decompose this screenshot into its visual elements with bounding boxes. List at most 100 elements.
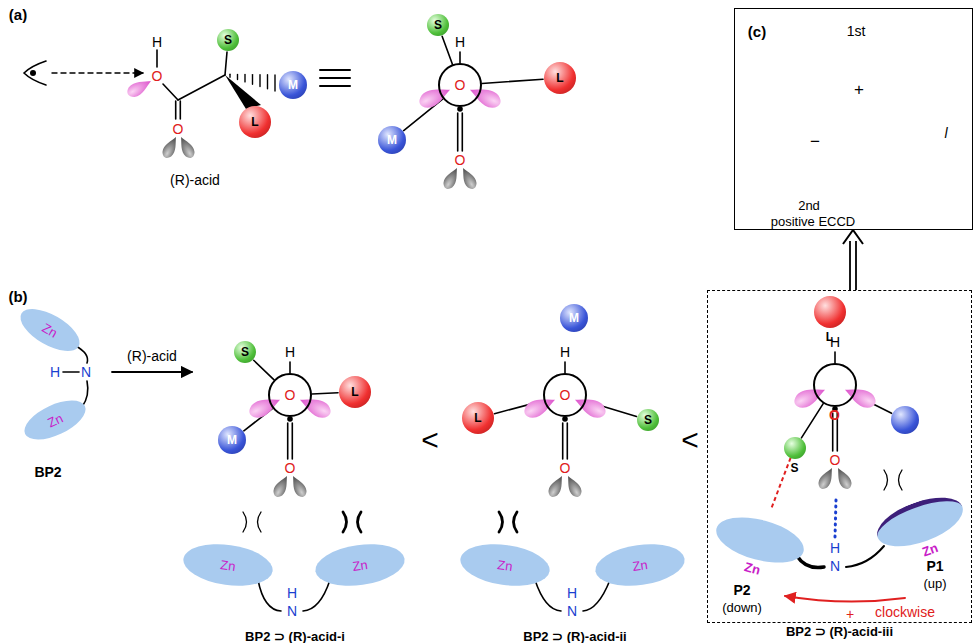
- chem-label: BP2: [34, 465, 61, 479]
- node-text: L: [351, 386, 358, 398]
- bond-line: [175, 101, 177, 119]
- bond-line: [289, 362, 291, 373]
- chem-label: H: [287, 586, 297, 600]
- large-group: L: [814, 296, 846, 328]
- node-text: (c): [748, 24, 766, 39]
- medium-group: M: [218, 426, 246, 454]
- hydroxyl-lone-pair: [521, 392, 558, 421]
- bond-line: [63, 371, 79, 373]
- node-text: L: [826, 331, 833, 343]
- carbonyl-lone-pair: [458, 165, 479, 191]
- chem-label: H: [560, 345, 570, 359]
- bond-line: [320, 77, 350, 79]
- chem-label: (R)-acid: [127, 349, 177, 363]
- chem-label: clockwise: [875, 605, 935, 619]
- node-text: 2nd: [798, 199, 820, 212]
- carbonyl-lone-pair: [441, 165, 462, 191]
- carbonyl-lone-pair: [176, 134, 197, 160]
- wedge-bond: [225, 75, 261, 109]
- node-text: Zn: [352, 558, 369, 573]
- bond-line: [258, 580, 281, 611]
- bond-line: [442, 36, 452, 64]
- chem-label: H: [152, 35, 162, 49]
- highlight-frame: BP2 ⊃ (R)-acid-iiiOLMSZnZn: [707, 290, 972, 623]
- hydroxyl-lone-pair: [467, 82, 504, 111]
- hydrogen-bond: [835, 500, 836, 537]
- bond-line: [566, 423, 568, 459]
- carbon-dot: [287, 416, 293, 422]
- newman-circle: O: [438, 63, 482, 107]
- hydroxyl-lone-pair: [842, 382, 879, 411]
- chem-label: <: [421, 425, 439, 455]
- steric-clash: [358, 512, 362, 532]
- newman-circle: O: [543, 373, 587, 417]
- connector-shaft: [855, 241, 857, 290]
- steric-clash: [258, 512, 262, 532]
- bond-line: [303, 580, 330, 611]
- chem-label: H: [50, 365, 60, 379]
- hydroxyl-lone-pair: [416, 82, 453, 111]
- bond-line: [564, 362, 566, 373]
- medium-group: M: [560, 304, 588, 332]
- hydroxyl-lone-pair: [246, 392, 283, 421]
- node-text: l: [944, 126, 947, 140]
- hash-bond: [229, 74, 230, 77]
- bond-line: [312, 393, 338, 394]
- large-group: L: [239, 106, 271, 138]
- node-text: positive ECCD: [771, 215, 856, 228]
- zinc-porphyrin: Zn: [19, 392, 91, 447]
- bond-line: [846, 546, 884, 567]
- node-text: S: [241, 346, 249, 358]
- bond-line: [801, 404, 823, 438]
- node-text: Zn: [920, 540, 939, 558]
- medium-group: M: [891, 406, 919, 434]
- chem-label: P1: [926, 559, 943, 573]
- steric-clash: [884, 470, 888, 490]
- node-text: M: [900, 437, 910, 449]
- chem-label: N: [830, 559, 840, 573]
- zinc-porphyrin: Zn: [181, 539, 276, 591]
- node-text: L: [556, 72, 563, 84]
- chem-label: O: [830, 453, 841, 467]
- bond-line: [459, 52, 461, 63]
- spectrum-panel: (c)1st+−l2ndpositive ECCD: [734, 8, 973, 230]
- bond-line: [178, 75, 225, 100]
- node-text: S: [644, 414, 652, 426]
- zinc-porphyrin: Zn: [458, 539, 553, 591]
- chem-label: (up): [923, 577, 946, 590]
- carbonyl-lone-pair: [160, 134, 181, 160]
- chem-label: H: [285, 345, 295, 359]
- node-text: M: [569, 312, 579, 324]
- zinc-porphyrin: Zn: [870, 487, 968, 555]
- chem-label: (b): [8, 289, 27, 304]
- node-text: Zn: [497, 558, 514, 573]
- zinc-porphyrin: Zn: [593, 539, 688, 591]
- carbon-dot: [457, 106, 463, 112]
- large-group: L: [544, 62, 576, 94]
- chem-label: (a): [9, 7, 27, 22]
- chem-label: O: [455, 153, 466, 167]
- zinc-porphyrin: Zn: [711, 509, 808, 571]
- node-text: O: [829, 408, 840, 422]
- chem-label: P2: [733, 583, 750, 597]
- zinc-porphyrin: Zn: [313, 539, 408, 591]
- bond-line: [320, 85, 350, 87]
- small-group: S: [784, 437, 806, 459]
- node-text: Zn: [220, 558, 237, 573]
- medium-group: M: [279, 71, 307, 99]
- bond-line: [156, 50, 158, 67]
- steric-clash: [514, 512, 518, 532]
- small-group: S: [637, 409, 659, 431]
- node-text: BP2 ⊃ (R)-acid-iii: [786, 625, 893, 638]
- bond-line: [457, 113, 459, 151]
- chem-label: O: [173, 122, 184, 136]
- node-text: S: [434, 19, 442, 31]
- hydroxyl-lone-pair: [125, 75, 155, 100]
- node-text: O: [285, 388, 296, 402]
- node-text: O: [455, 78, 466, 92]
- node-text: Zn: [743, 560, 762, 577]
- bond-line: [461, 113, 463, 151]
- node-text: M: [288, 79, 298, 91]
- hydroxyl-lone-pair: [791, 382, 828, 411]
- bond-line: [163, 84, 178, 100]
